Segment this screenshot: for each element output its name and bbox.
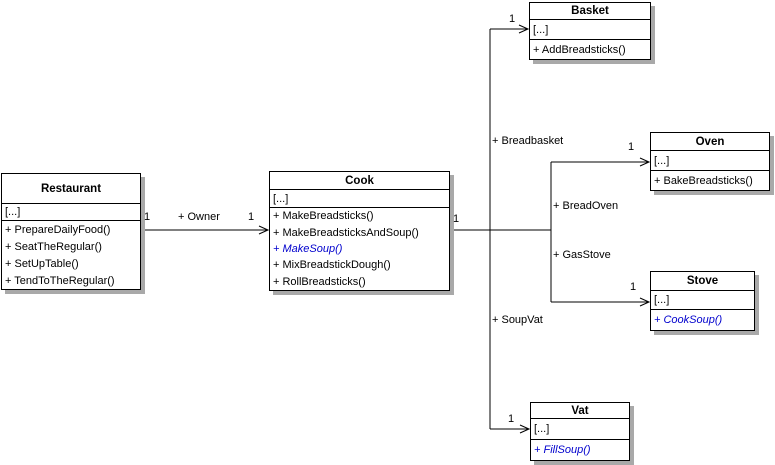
class-box-basket[interactable]: Basket [...] + AddBreadsticks() [529, 2, 651, 60]
multiplicity-label-vat[interactable]: 1 [508, 413, 515, 425]
class-box-stove[interactable]: Stove [...] + CookSoup() [650, 271, 755, 331]
method-row[interactable]: + SetUpTable() [5, 257, 79, 270]
association-name-label-breadbasket[interactable]: + Breadbasket [492, 135, 564, 147]
attributes-collapsed-oven[interactable]: [...] [651, 150, 769, 170]
class-box-restaurant[interactable]: Restaurant [...] + PrepareDailyFood() + … [1, 173, 141, 290]
open-arrowhead-icon [258, 225, 270, 235]
association-name-label-owner[interactable]: + Owner [178, 211, 220, 223]
class-box-oven[interactable]: Oven [...] + BakeBreadsticks() [650, 132, 770, 191]
class-title-cook[interactable]: Cook [345, 174, 374, 187]
open-arrowhead-icon [519, 424, 531, 434]
attributes-collapsed-basket[interactable]: [...] [530, 19, 650, 39]
multiplicity-label-owner-restaurant[interactable]: 1 [144, 211, 151, 223]
open-arrowhead-icon [518, 24, 530, 34]
methods-compartment-vat: + FillSoup() [531, 439, 629, 460]
method-row[interactable]: + MakeBreadsticks() [273, 210, 374, 223]
open-arrowhead-icon [639, 157, 651, 167]
association-name-label-breadoven[interactable]: + BreadOven [553, 200, 619, 212]
class-box-vat[interactable]: Vat [...] + FillSoup() [530, 402, 630, 461]
method-row[interactable]: + SeatTheRegular() [5, 240, 102, 253]
method-row[interactable]: + RollBreadsticks() [273, 275, 366, 288]
methods-compartment-restaurant: + PrepareDailyFood() + SeatTheRegular() … [2, 220, 140, 289]
multiplicity-label-owner-cook[interactable]: 1 [248, 211, 255, 223]
method-row[interactable]: + TendToTheRegular() [5, 274, 115, 287]
multiplicity-label-cook-side[interactable]: 1 [453, 213, 460, 225]
attributes-collapsed-restaurant[interactable]: [...] [2, 203, 140, 220]
class-title-basket[interactable]: Basket [571, 5, 609, 17]
class-title-stove[interactable]: Stove [686, 275, 719, 287]
method-row-virtual[interactable]: + MakeSoup() [273, 242, 343, 255]
method-row-virtual[interactable]: + CookSoup() [654, 314, 723, 326]
association-name-label-gasstove[interactable]: + GasStove [553, 249, 611, 261]
method-row[interactable]: + AddBreadsticks() [533, 43, 626, 56]
multiplicity-label-basket[interactable]: 1 [509, 13, 516, 25]
method-row[interactable]: + BakeBreadsticks() [654, 174, 753, 187]
class-title-oven[interactable]: Oven [695, 135, 725, 148]
multiplicity-label-stove[interactable]: 1 [630, 281, 637, 293]
class-box-cook[interactable]: Cook [...] + MakeBreadsticks() + MakeBre… [269, 171, 450, 291]
methods-compartment-cook: + MakeBreadsticks() + MakeBreadsticksAnd… [270, 207, 449, 290]
method-row[interactable]: + MixBreadstickDough() [273, 259, 391, 272]
method-row[interactable]: + PrepareDailyFood() [5, 223, 111, 236]
class-title-restaurant[interactable]: Restaurant [40, 182, 102, 195]
association-name-label-soupvat[interactable]: + SoupVat [492, 314, 543, 326]
method-row[interactable]: + MakeBreadsticksAndSoup() [273, 226, 419, 239]
multiplicity-label-oven[interactable]: 1 [628, 141, 635, 153]
methods-compartment-basket: + AddBreadsticks() [530, 39, 650, 59]
attributes-collapsed-stove[interactable]: [...] [651, 290, 754, 309]
attributes-collapsed-vat[interactable]: [...] [531, 418, 629, 439]
class-title-vat[interactable]: Vat [571, 404, 589, 417]
methods-compartment-stove: + CookSoup() [651, 309, 754, 330]
attributes-collapsed-cook[interactable]: [...] [270, 189, 449, 207]
method-row-virtual[interactable]: + FillSoup() [534, 444, 591, 456]
methods-compartment-oven: + BakeBreadsticks() [651, 170, 769, 190]
open-arrowhead-icon [639, 297, 651, 307]
